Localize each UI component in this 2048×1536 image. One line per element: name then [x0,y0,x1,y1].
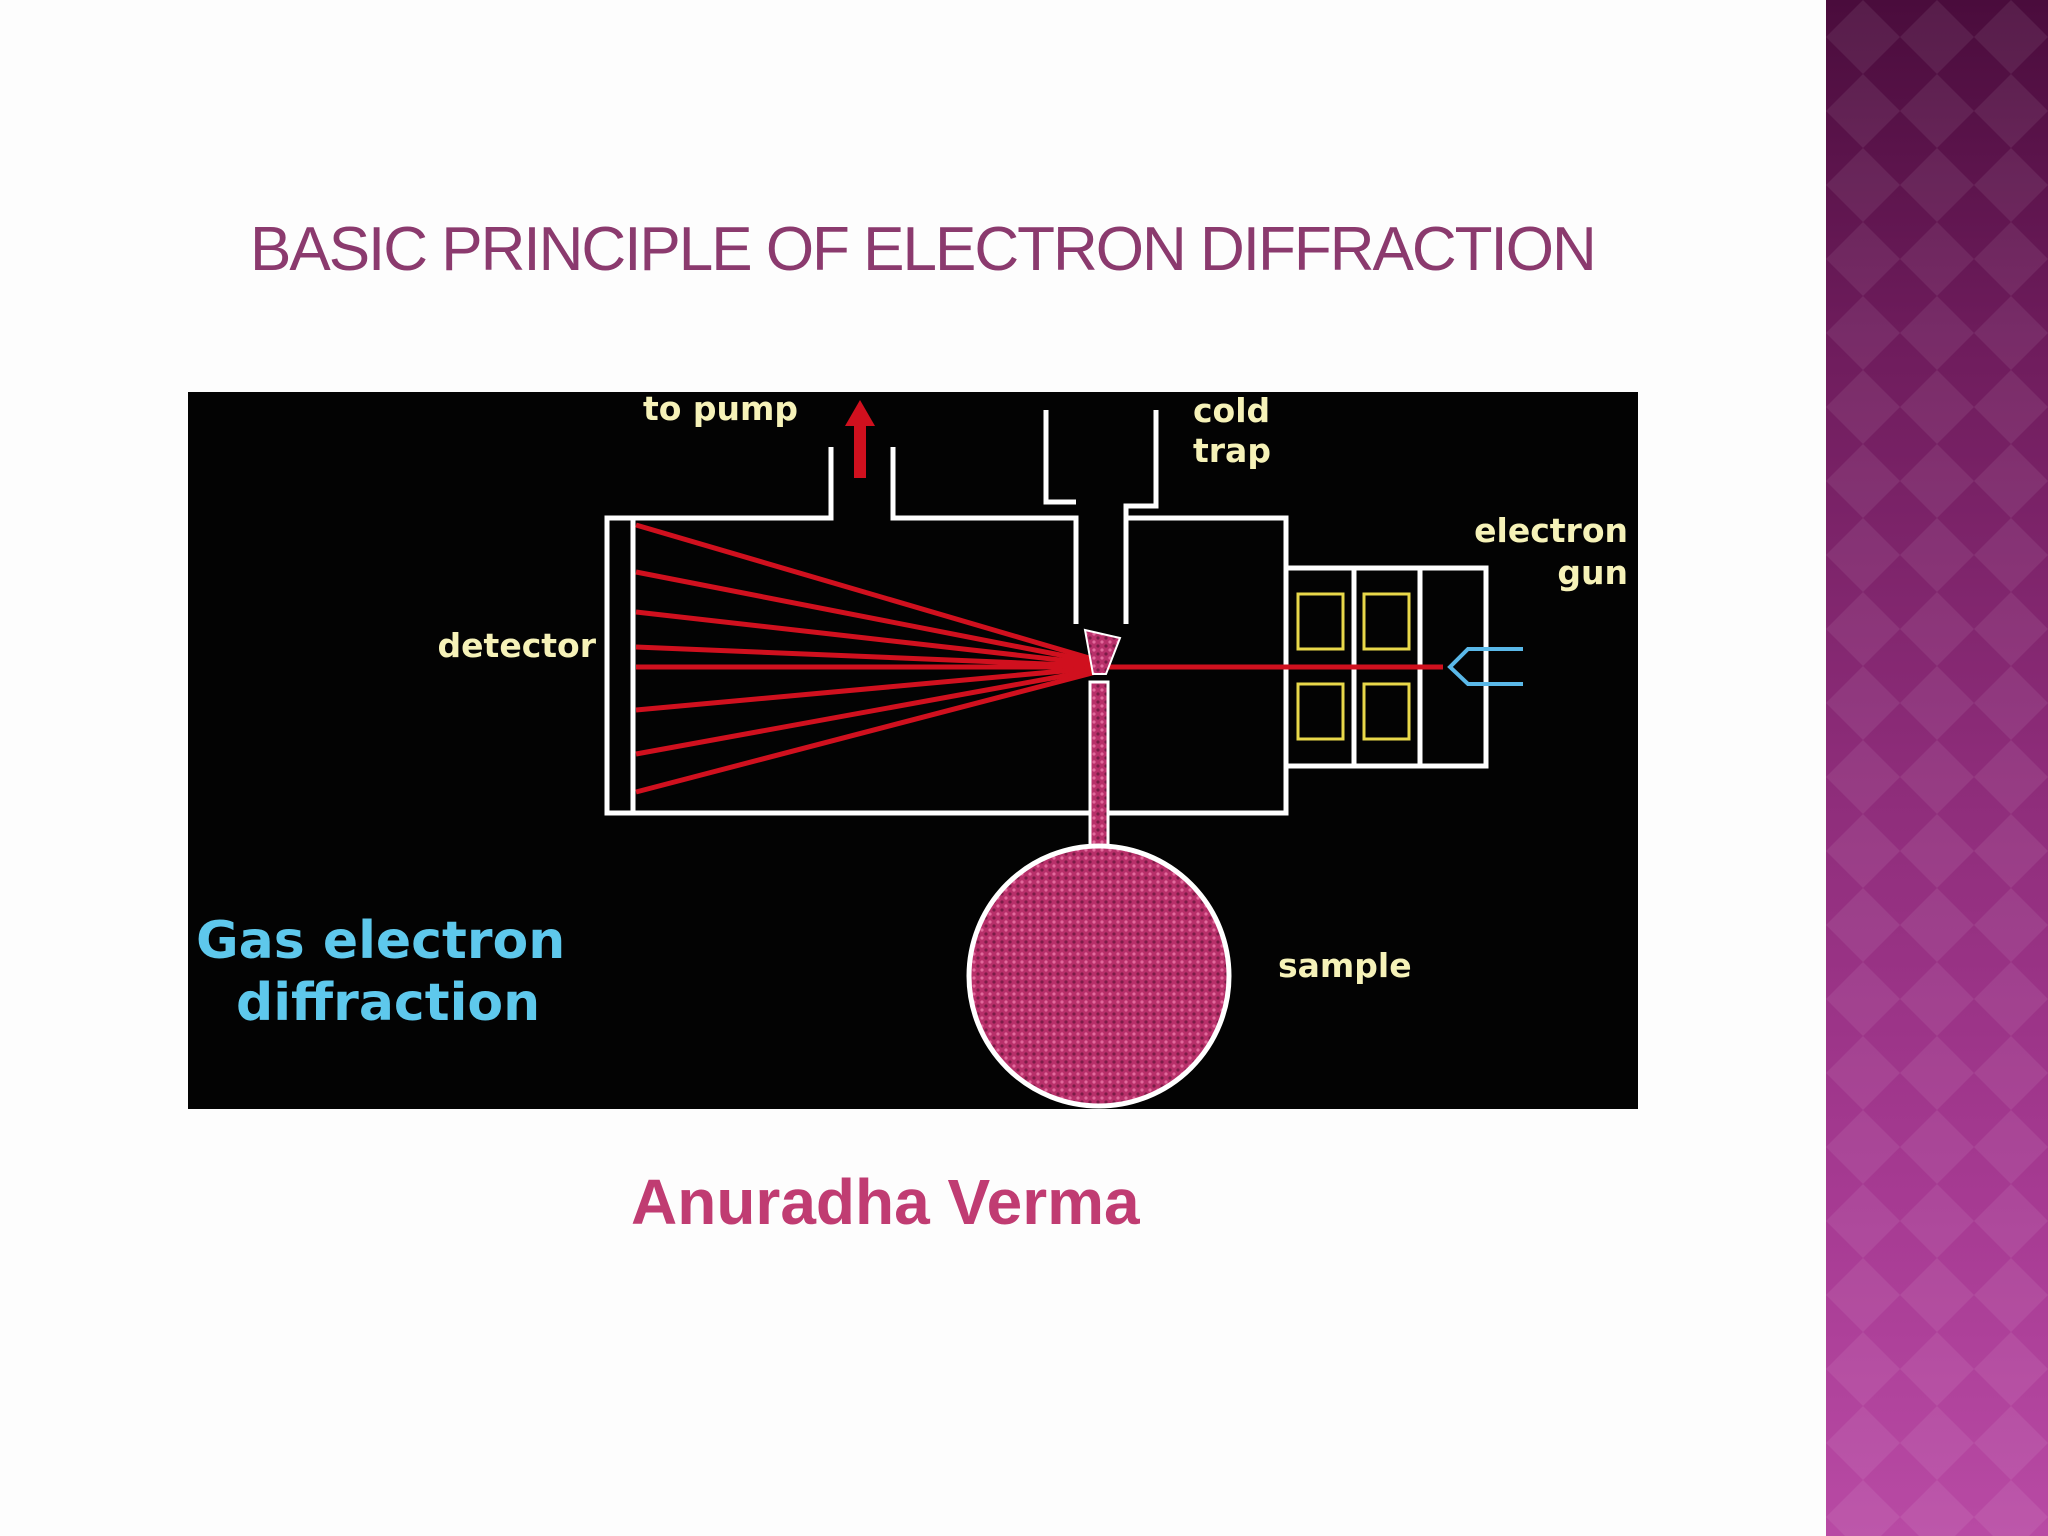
label-to-pump: to pump [643,392,798,428]
label-electron-gun-1: electron [1474,511,1628,550]
electron-diffraction-diagram: to pump cold trap electron gun detector … [188,392,1638,1109]
author-name: Anuradha Verma [631,1166,1140,1238]
pump-arrow-icon [845,400,875,478]
decorative-side-band [1826,0,2048,1536]
caption-line-1: Gas electron [196,911,565,971]
sample-reservoir [966,628,1232,1109]
label-cold-trap-2: trap [1193,431,1271,470]
slide-title: BASIC PRINCIPLE OF ELECTRON DIFFRACTION [250,214,1597,284]
label-sample: sample [1278,946,1412,985]
label-cold-trap-1: cold [1193,392,1270,430]
caption-line-2: diffraction [236,973,540,1033]
magnetic-lenses [1296,592,1411,741]
electron-gun-filament [1447,647,1523,686]
scattered-electron-rays [635,522,1097,795]
chamber-outline [604,410,1289,816]
label-detector: detector [438,626,597,665]
label-electron-gun-2: gun [1557,553,1628,592]
